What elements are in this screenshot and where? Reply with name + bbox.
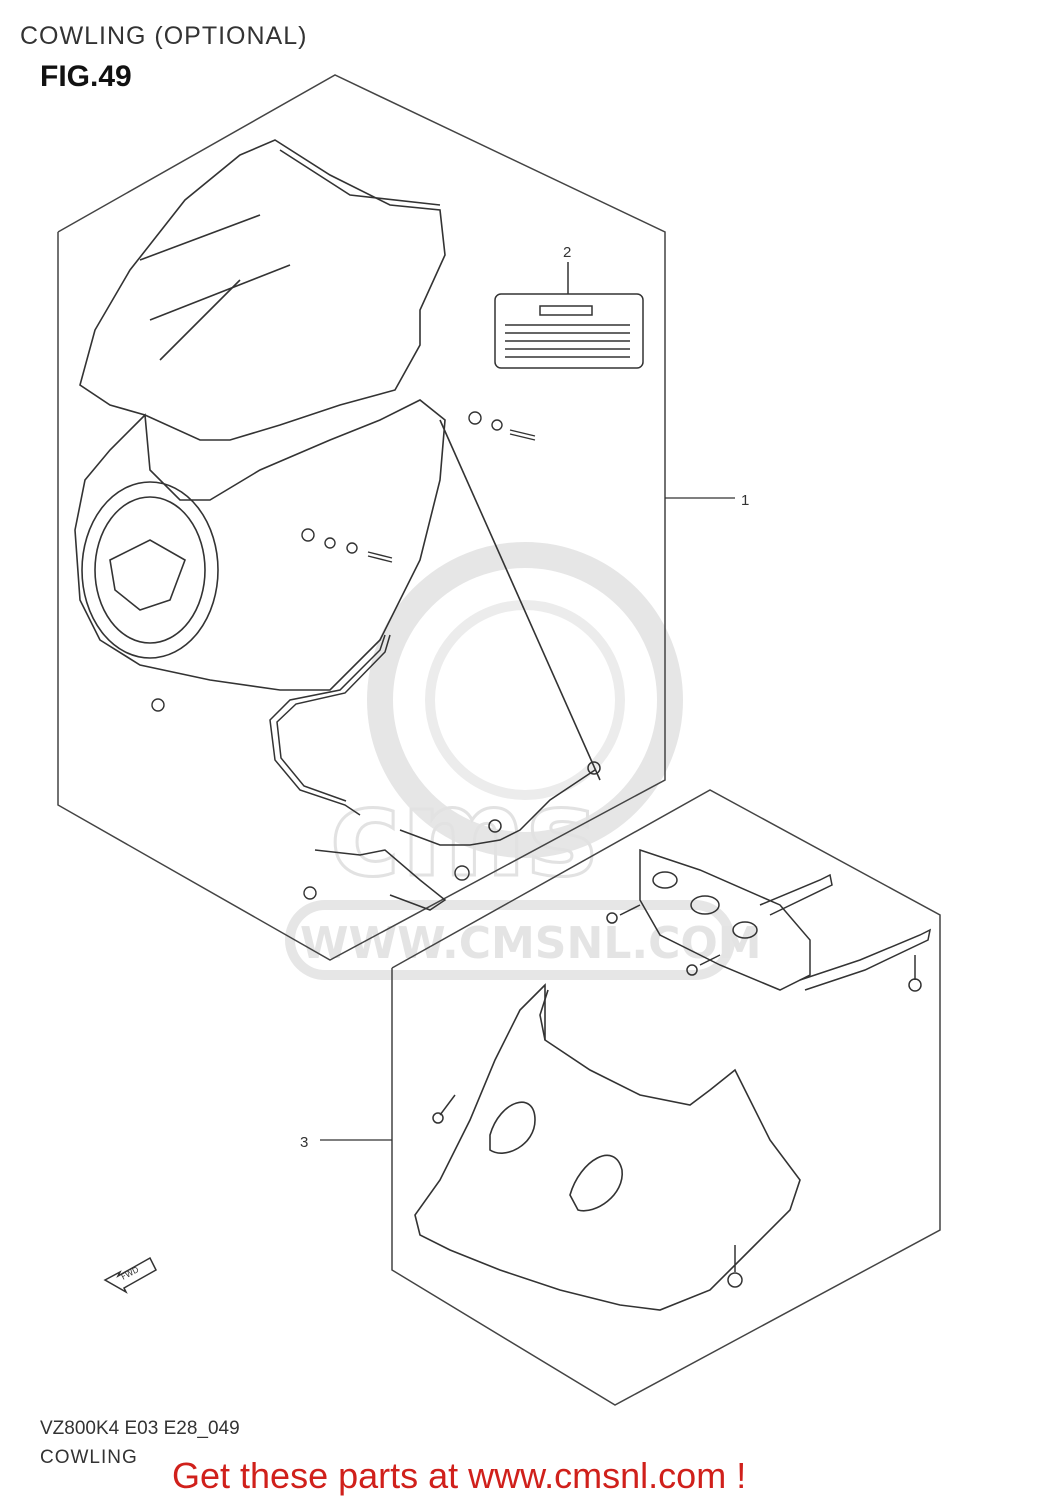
upper-cowl	[74, 399, 601, 781]
fwd-arrow-icon: FWD	[103, 1256, 157, 1294]
callout-1: 1	[741, 492, 749, 509]
leader-lines	[320, 497, 735, 1141]
callout-3: 3	[300, 1134, 308, 1151]
callout-2: 2	[563, 244, 571, 261]
label-part-2	[494, 262, 644, 369]
watermark-url: WWW.CMSNL.COM	[300, 918, 762, 969]
under-cowl-bracket	[432, 848, 932, 1288]
watermark-cms: cms	[330, 765, 598, 904]
figure-number: FIG.49	[40, 60, 132, 93]
watermark-logo: cms WWW.CMSNL.COM	[285, 542, 762, 980]
windscreen	[79, 139, 446, 441]
fasteners-box-1	[151, 411, 536, 900]
promo-link[interactable]: Get these parts at www.cmsnl.com !	[172, 1455, 747, 1496]
diagram-title: COWLING (OPTIONAL)	[20, 22, 308, 50]
assembly-box-1	[57, 74, 666, 961]
footer-name: COWLING	[40, 1447, 138, 1468]
mount-stays	[269, 634, 601, 911]
assembly-box-3	[391, 789, 941, 1406]
model-code: VZ800K4 E03 E28_049	[40, 1418, 240, 1439]
under-cowling-part-3	[414, 983, 801, 1311]
